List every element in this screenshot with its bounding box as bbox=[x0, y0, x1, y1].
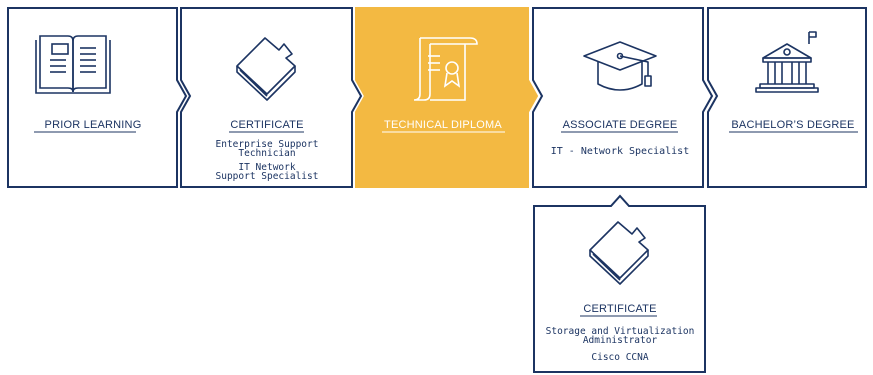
graduation-cap-icon bbox=[583, 41, 657, 91]
university-building-icon bbox=[755, 31, 819, 93]
branch-line: Cisco CCNA bbox=[591, 352, 649, 363]
step-line: IT Network bbox=[238, 162, 296, 173]
step-heading: TECHNICAL DIPLOMA bbox=[384, 119, 502, 131]
certificate-book-icon bbox=[236, 37, 296, 101]
step-card-certificate bbox=[180, 7, 363, 188]
step-associate-degree: ASSOCIATE DEGREE IT - Network Specialist bbox=[542, 119, 698, 179]
step-card-technical-diploma bbox=[355, 7, 539, 188]
certificate-book-icon bbox=[589, 221, 649, 285]
step-certificate: CERTIFICATE Enterprise Support Technicia… bbox=[190, 119, 344, 189]
diploma-scroll-icon bbox=[413, 37, 478, 101]
step-line: Technician bbox=[238, 148, 296, 159]
step-bachelors-degree: BACHELOR’S DEGREE bbox=[717, 119, 869, 179]
step-card-associate-degree bbox=[532, 7, 714, 188]
step-prior-learning: PRIOR LEARNING bbox=[8, 119, 178, 179]
step-heading: PRIOR LEARNING bbox=[44, 119, 142, 131]
branch-certificate: CERTIFICATE Storage and Virtualization A… bbox=[534, 303, 706, 373]
branch-heading: CERTIFICATE bbox=[583, 303, 657, 315]
step-line: Enterprise Support bbox=[215, 139, 319, 150]
step-line: Support Specialist bbox=[215, 171, 319, 182]
step-heading: CERTIFICATE bbox=[230, 119, 304, 131]
step-heading: BACHELOR’S DEGREE bbox=[731, 119, 855, 131]
branch-line: Administrator bbox=[582, 335, 658, 346]
step-technical-diploma: TECHNICAL DIPLOMA bbox=[356, 119, 530, 179]
step-card-bachelors-degree bbox=[707, 7, 867, 188]
open-book-icon bbox=[35, 35, 111, 94]
step-line: IT - Network Specialist bbox=[550, 146, 690, 157]
branch-line: Storage and Virtualization bbox=[545, 326, 695, 337]
step-heading: ASSOCIATE DEGREE bbox=[562, 119, 678, 131]
